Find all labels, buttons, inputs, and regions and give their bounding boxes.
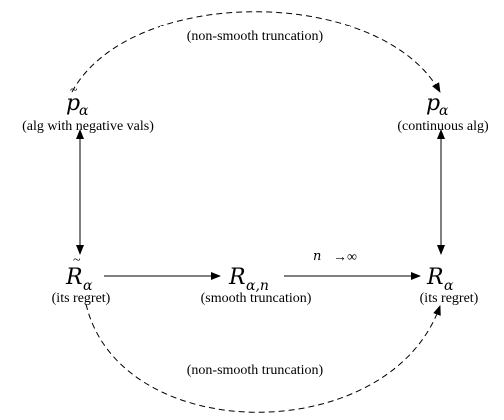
node-r-caption: (its regret) xyxy=(420,291,479,306)
limit-n-label: n xyxy=(313,249,321,264)
bottom-arc-label: (non-smooth truncation) xyxy=(187,363,324,378)
node-r-n: R α,n (smooth truncation) xyxy=(201,265,312,306)
node-r-subscript: α xyxy=(444,278,454,294)
top-arc-edge xyxy=(71,11,441,93)
node-p-tilde-accent: ~ xyxy=(70,83,78,98)
node-r-symbol: R xyxy=(426,265,444,290)
node-p-caption: (continuous alg) xyxy=(397,119,489,134)
limit-arrow-label: → xyxy=(333,250,347,265)
node-r-n-symbol: R xyxy=(228,265,246,290)
node-r-tilde-accent: ~ xyxy=(73,253,81,268)
node-p-tilde-subscript: α xyxy=(79,103,89,119)
node-r-tilde-subscript: α xyxy=(83,278,93,294)
node-p: p α (continuous alg) xyxy=(397,91,489,134)
top-arc-label: (non-smooth truncation) xyxy=(187,29,324,44)
node-r-n-subscript: α,n xyxy=(246,278,269,294)
node-p-symbol: p xyxy=(426,91,440,116)
node-r-n-caption: (smooth truncation) xyxy=(201,291,312,306)
node-p-tilde-caption: (alg with negative vals) xyxy=(22,119,154,134)
node-p-subscript: α xyxy=(439,103,449,119)
node-p-tilde: ~ p α (alg with negative vals) xyxy=(22,83,154,134)
node-r-tilde: ~ R α (its regret) xyxy=(52,253,111,306)
node-r-tilde-symbol: R xyxy=(65,265,83,290)
limit-inf-label: ∞ xyxy=(347,250,357,265)
bottom-arc-edge xyxy=(85,303,441,413)
node-r-tilde-caption: (its regret) xyxy=(52,291,111,306)
node-p-tilde-symbol: p xyxy=(66,91,80,116)
node-r: R α (its regret) xyxy=(420,265,479,306)
